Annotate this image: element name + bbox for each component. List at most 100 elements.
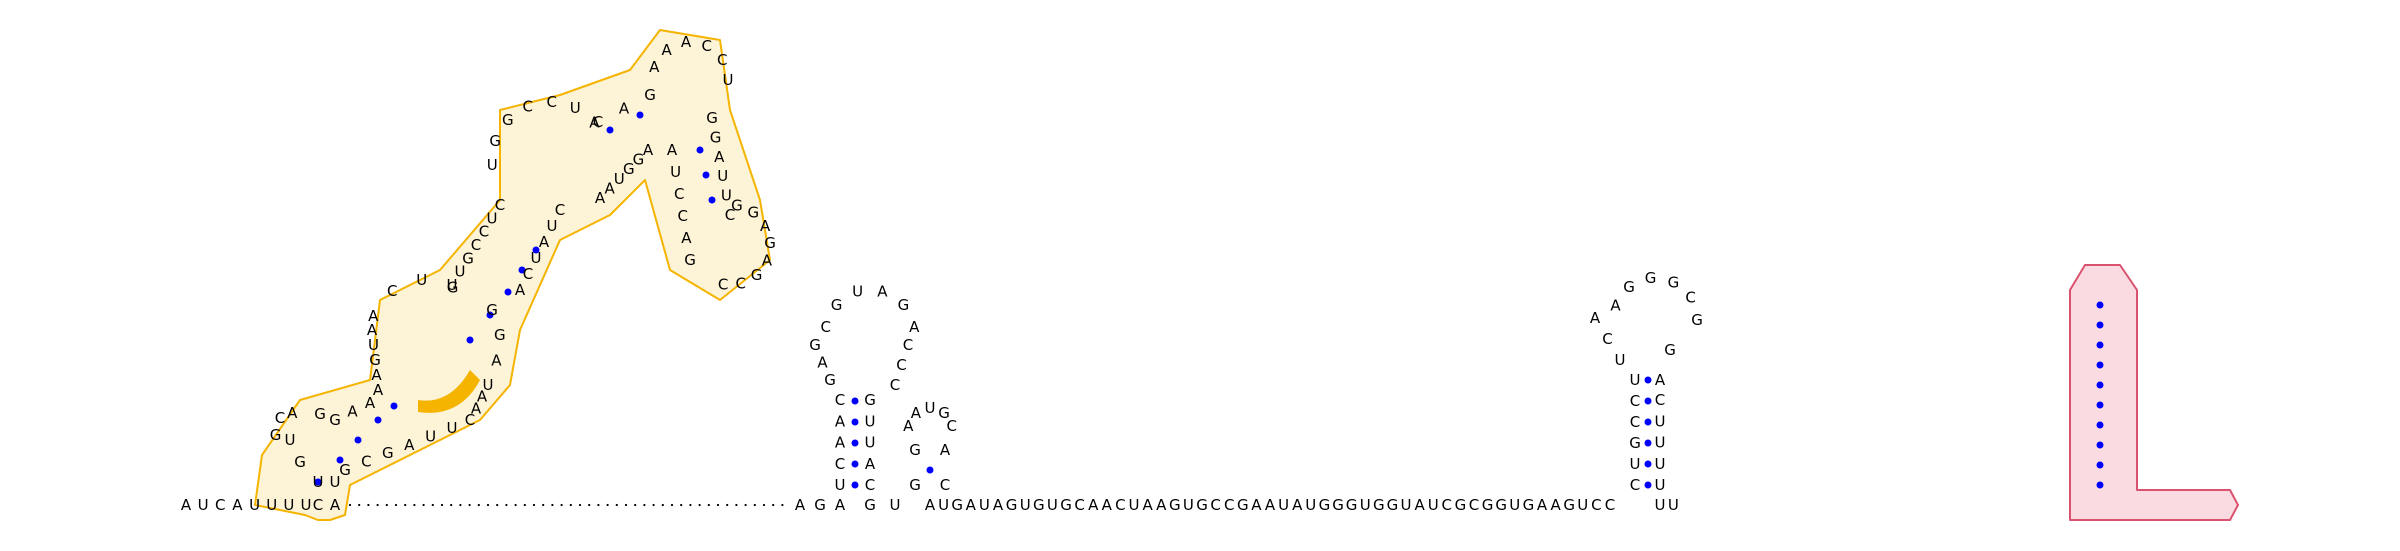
- nucleotide: C: [1655, 391, 1665, 409]
- nucleotide: U: [483, 376, 494, 394]
- nucleotide: C: [465, 411, 475, 429]
- nucleotide: A: [909, 318, 920, 336]
- backbone-gap-dot: [468, 503, 471, 507]
- nucleotide: U: [1278, 496, 1289, 514]
- base-pair-dot: [2096, 381, 2104, 389]
- nucleotide: G: [1482, 496, 1494, 514]
- backbone-gap-dot: [624, 503, 628, 507]
- nucleotide: A: [760, 217, 771, 235]
- backbone-gap-dot: [477, 503, 480, 507]
- nucleotide: A: [966, 496, 977, 514]
- nucleotide: U: [531, 249, 542, 267]
- nucleotide: G: [864, 496, 876, 514]
- highlight-region-1-mark: [418, 370, 480, 413]
- backbone-gap-dot: [505, 503, 508, 507]
- nucleotide: G: [1196, 496, 1208, 514]
- nucleotide: U: [938, 496, 949, 514]
- base-pair-dot: [2096, 421, 2104, 429]
- nucleotide: G: [831, 296, 843, 314]
- nucleotide: U: [614, 170, 625, 188]
- base-pair-dot: [636, 111, 644, 119]
- nucleotide: C: [523, 265, 533, 283]
- nucleotide: C: [1115, 496, 1125, 514]
- nucleotide: U: [1183, 496, 1194, 514]
- nucleotide: C: [1685, 289, 1695, 307]
- nucleotide: A: [940, 441, 951, 459]
- nucleotide: G: [824, 371, 836, 389]
- nucleotide: U: [670, 163, 681, 181]
- backbone-gap-dot: [514, 503, 517, 507]
- nucleotide: U: [1509, 496, 1520, 514]
- nucleotide: U: [1577, 496, 1588, 514]
- nucleotide: A: [1550, 496, 1561, 514]
- backbone-gap-dot: [698, 503, 701, 507]
- nucleotide: G: [1033, 496, 1045, 514]
- base-pair-dot: [374, 416, 382, 424]
- nucleotide: U: [1020, 496, 1031, 514]
- base-pair-dot: [1644, 376, 1652, 384]
- nucleotide: A: [515, 281, 526, 299]
- nucleotide: U: [301, 496, 312, 514]
- nucleotide: G: [1455, 496, 1467, 514]
- highlight-region-2: [2069, 264, 2239, 521]
- nucleotide: U: [1655, 455, 1666, 473]
- nucleotide: U: [313, 473, 324, 491]
- nucleotide: G: [486, 301, 498, 319]
- nucleotide: G: [731, 197, 743, 215]
- nucleotide: C: [313, 496, 323, 514]
- nucleotide: C: [736, 275, 746, 293]
- nucleotide: G: [951, 496, 963, 514]
- nucleotide: A: [681, 229, 692, 247]
- nucleotide: U: [852, 283, 863, 301]
- nucleotide: U: [447, 276, 458, 294]
- nucleotide: G: [706, 109, 718, 127]
- nucleotide: G: [633, 151, 645, 169]
- base-pair-dot: [518, 266, 526, 274]
- nucleotide: C: [890, 376, 900, 394]
- backbone-gap-dot: [413, 503, 416, 507]
- nucleotide: C: [523, 97, 533, 115]
- nucleotide: U: [1630, 455, 1641, 473]
- nucleotide: C: [1630, 413, 1640, 431]
- backbone-gap-dot: [689, 503, 692, 507]
- nucleotide: A: [1414, 496, 1425, 514]
- base-pair-dot: [314, 478, 322, 486]
- nucleotide: A: [649, 58, 660, 76]
- nucleotide: A: [619, 100, 630, 118]
- base-pair-dot: [1644, 460, 1652, 468]
- nucleotide: G: [314, 405, 326, 423]
- nucleotide: C: [1210, 496, 1220, 514]
- nucleotide: A: [911, 404, 922, 422]
- backbone-gap-dot: [486, 503, 490, 507]
- nucleotide: G: [502, 111, 514, 129]
- backbone-gap-dot: [385, 503, 388, 507]
- nucleotide: G: [369, 351, 381, 369]
- nucleotide: A: [347, 403, 358, 421]
- backbone-gap-dot: [394, 503, 398, 507]
- nucleotide: U: [865, 434, 876, 452]
- nucleotide: C: [674, 185, 684, 203]
- nucleotide: C: [495, 196, 505, 214]
- nucleotide: A: [925, 496, 936, 514]
- base-pair-dot: [926, 466, 934, 474]
- nucleotide: C: [215, 496, 225, 514]
- nucleotide: A: [903, 417, 914, 435]
- backbone-gap-dot: [606, 503, 609, 507]
- nucleotide: C: [717, 51, 727, 69]
- nucleotide: C: [835, 455, 845, 473]
- nucleotide: U: [1655, 476, 1666, 494]
- base-pair-dot: [354, 436, 362, 444]
- nucleotide: U: [717, 167, 728, 185]
- base-pair-dot: [702, 171, 710, 179]
- base-pair-dot: [336, 456, 344, 464]
- nucleotide: C: [1074, 496, 1084, 514]
- nucleotide: U: [285, 431, 296, 449]
- nucleotide: C: [555, 201, 565, 219]
- nucleotide: A: [835, 434, 846, 452]
- nucleotide: U: [487, 156, 498, 174]
- nucleotide: U: [266, 496, 277, 514]
- backbone-gap-dot: [744, 503, 747, 507]
- base-pair-dot: [2096, 441, 2104, 449]
- nucleotide: A: [1610, 297, 1621, 315]
